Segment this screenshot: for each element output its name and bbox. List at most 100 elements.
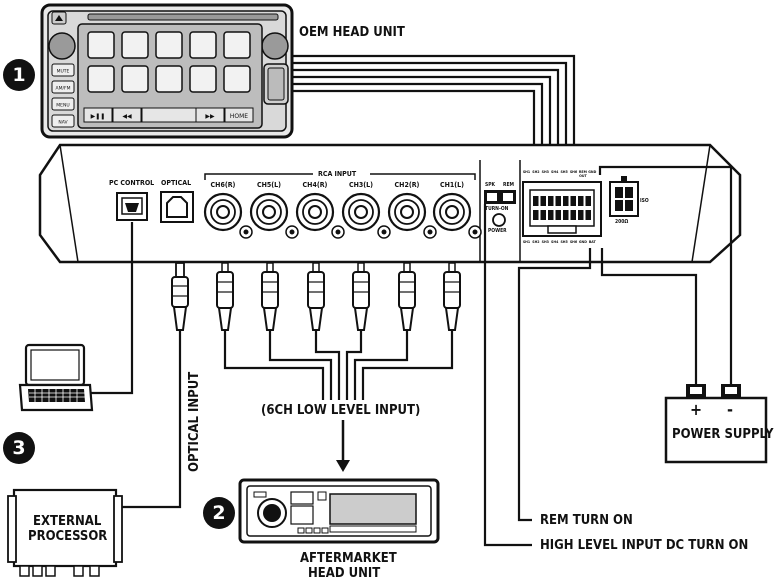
- pin-label-top: SH5: [560, 170, 568, 174]
- optical-input-label: OPTICAL INPUT: [187, 371, 202, 472]
- pin-label-top: GND: [588, 170, 597, 174]
- arrow-to-aftermarket: [336, 420, 350, 472]
- pin-label-bottom: SH3: [541, 240, 549, 244]
- connector-pin: [578, 210, 584, 220]
- rem-label: REM: [503, 182, 515, 188]
- screen-button: [189, 65, 217, 93]
- channel-label: CH3(L): [348, 181, 374, 189]
- pin-label-bottom: SH5: [560, 240, 568, 244]
- head-unit-bottom-buttons: ▶❚❚ ◀◀ ▶▶ HOME: [83, 107, 254, 123]
- side-button: [51, 114, 75, 128]
- side-button: [51, 97, 75, 111]
- pin-label-bottom: SH2: [532, 240, 540, 244]
- pin-label-top: SH6: [569, 170, 578, 174]
- screen-button: [189, 31, 217, 59]
- channel-label: CH1(L): [439, 181, 465, 189]
- bottom-button-label: ▶❚❚: [91, 113, 106, 120]
- optical-label: OPTICAL: [161, 179, 192, 187]
- connector-pin: [578, 196, 584, 206]
- bottom-button: [83, 107, 113, 123]
- power-supply-label: POWER SUPPLY: [672, 427, 774, 442]
- pin-label-bottom: GND: [578, 240, 587, 244]
- rca-plug: [443, 262, 461, 331]
- connector-pin: [540, 196, 546, 206]
- spk-label: SPK: [485, 182, 496, 188]
- connector-pin: [563, 210, 569, 220]
- low-level-input-label: (6CH LOW LEVEL INPUT): [261, 403, 421, 418]
- power-supply-icon: [664, 384, 768, 464]
- screen-button: [121, 31, 149, 59]
- screen-button: [87, 65, 115, 93]
- turn-on-wires: [483, 204, 592, 547]
- harness-connector: [522, 181, 602, 237]
- power-wires: [598, 165, 733, 384]
- rca-jack: [341, 192, 391, 239]
- channel-label: CH4(R): [302, 181, 328, 189]
- iso-label: ISO: [640, 198, 649, 204]
- external-processor-icon: [7, 488, 123, 577]
- channel-label: CH5(L): [256, 181, 282, 189]
- external-processor-line2: PROCESSOR: [28, 529, 108, 544]
- rca-jack: [295, 192, 345, 239]
- rca-cables: [216, 262, 461, 331]
- pc-control-label: PC CONTROL: [109, 179, 155, 187]
- bottom-button-label: ▶▶: [205, 113, 215, 120]
- usb-port: [116, 192, 148, 221]
- optical-cable: [118, 262, 189, 509]
- connector-pin: [533, 196, 539, 206]
- connector-pin: [548, 196, 554, 206]
- bottom-button-label: ◀◀: [122, 113, 132, 120]
- head-unit-screen-buttons: [87, 31, 251, 93]
- side-button-label: AM/FM: [56, 86, 71, 92]
- connector-pin: [540, 210, 546, 220]
- screen-button: [223, 31, 251, 59]
- pin-label-top: SH1: [522, 170, 531, 174]
- connector-pin: [570, 196, 576, 206]
- rca-input-bracket: [204, 173, 476, 180]
- rca-input-label: RCA INPUT: [318, 170, 357, 178]
- screen-button: [121, 65, 149, 93]
- turn-on-block: [484, 190, 516, 227]
- power-label: POWER: [488, 228, 507, 234]
- channel-label: CH2(R): [394, 181, 420, 189]
- aftermarket-line2: HEAD UNIT: [308, 566, 381, 581]
- pin-label-top: REM OUT: [578, 170, 587, 178]
- optical-port: [160, 191, 194, 223]
- rca-cable-wires: [223, 330, 454, 400]
- rca-jack: [432, 192, 482, 239]
- side-button-label: MUTE: [57, 69, 70, 75]
- laptop-icon: [18, 343, 94, 412]
- oem-head-unit-label: OEM HEAD UNIT: [299, 25, 405, 40]
- connector-pin: [555, 196, 561, 206]
- external-processor-line1: EXTERNAL: [33, 514, 102, 529]
- pin-label-bottom: SH1: [522, 240, 531, 244]
- connector-pin: [548, 210, 554, 220]
- rca-plug: [352, 262, 370, 331]
- high-level-turn-on-label: HIGH LEVEL INPUT DC TURN ON: [540, 538, 749, 553]
- bottom-button: [195, 107, 225, 123]
- marker-3: 3: [3, 432, 35, 464]
- bottom-button: [224, 107, 254, 123]
- side-button-label: NAV: [58, 120, 68, 126]
- connector-pin: [555, 210, 561, 220]
- aftermarket-line1: AFTERMARKET: [300, 551, 397, 566]
- connector-pin: [533, 210, 539, 220]
- ohm-label: 200Ω: [615, 219, 629, 225]
- screen-button: [223, 65, 251, 93]
- marker-2: 2: [203, 497, 235, 529]
- turn-on-label: TURN-ON: [485, 206, 509, 212]
- iso-connector: [609, 176, 639, 217]
- connector-pin: [563, 196, 569, 206]
- plus-label: +: [690, 400, 703, 419]
- connector-pin: [585, 196, 591, 206]
- bottom-button: [141, 107, 197, 123]
- connector-pin: [570, 210, 576, 220]
- rca-plug: [398, 262, 416, 331]
- bottom-button-label: HOME: [230, 113, 248, 120]
- screen-button: [155, 31, 183, 59]
- rem-turn-on-label: REM TURN ON: [540, 513, 633, 528]
- car-stereo-icon: [238, 478, 440, 544]
